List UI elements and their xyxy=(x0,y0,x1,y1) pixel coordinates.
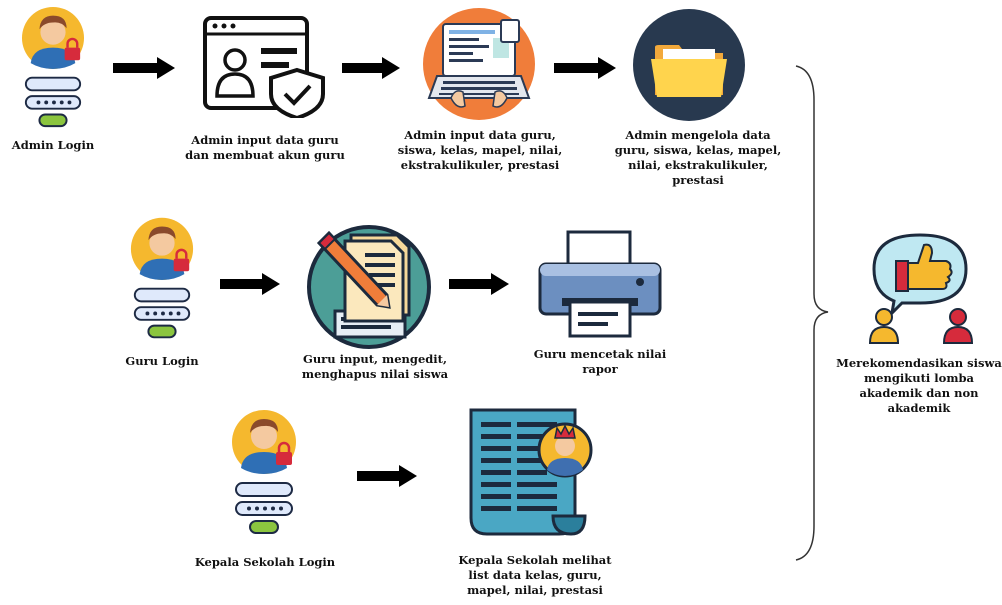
kepala-login-icon xyxy=(229,408,299,538)
admin-step3-label: Admin mengelola data guru, siswa, kelas,… xyxy=(614,128,782,187)
guru-login-label: Guru Login xyxy=(125,354,199,368)
arrow-guru-1 xyxy=(220,273,280,295)
kepala-login-label: Kepala Sekolah Login xyxy=(194,555,336,569)
arrow-admin-2 xyxy=(342,57,400,79)
thumbs-up-recommendation-icon xyxy=(862,231,980,349)
guru-step2-label: Guru mencetak nilai rapor xyxy=(533,347,667,376)
right-brace xyxy=(792,60,832,570)
admin-login-icon xyxy=(19,5,87,131)
guru-login-icon xyxy=(128,214,196,344)
arrow-kepala-1 xyxy=(357,465,417,487)
guru-step1-label: Guru input, mengedit, menghapus nilai si… xyxy=(301,352,449,381)
profile-shield-icon xyxy=(199,14,327,118)
admin-step2-label: Admin input data guru, siswa, kelas, map… xyxy=(397,128,563,172)
admin-login-label: Admin Login xyxy=(11,138,95,152)
arrow-admin-1 xyxy=(113,57,175,79)
folder-icon xyxy=(633,9,745,121)
printer-icon xyxy=(536,230,664,338)
document-edit-icon xyxy=(305,223,435,349)
admin-step1-label: Admin input data guru dan membuat akun g… xyxy=(185,133,345,162)
report-list-icon xyxy=(467,408,595,538)
kepala-step1-label: Kepala Sekolah melihat list data kelas, … xyxy=(458,553,612,597)
laptop-coding-icon xyxy=(421,6,537,122)
result-label: Merekomendasikan siswa mengikuti lomba a… xyxy=(836,356,1002,415)
arrow-guru-2 xyxy=(449,273,509,295)
arrow-admin-3 xyxy=(554,57,616,79)
